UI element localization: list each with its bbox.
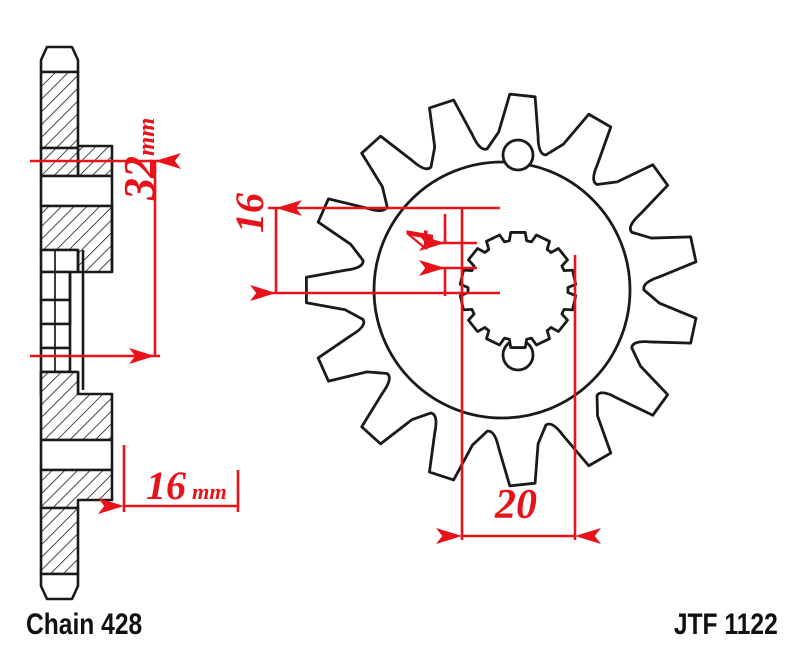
hub-boss-circle: [372, 160, 632, 420]
dimension-text-4: 4: [397, 229, 442, 249]
dimension-value-16: 16: [227, 193, 272, 233]
dimension-text-32mm: 32mm: [115, 117, 164, 200]
section-flange-bottom: [39, 468, 114, 510]
dimension-16mm: [98, 445, 240, 515]
dimension-4: [419, 214, 477, 296]
front-sprocket-view: [305, 92, 698, 488]
section-tooth-tip-bottom: [39, 572, 80, 601]
dimension-text-16: 16: [227, 193, 272, 233]
section-web-top: [39, 174, 114, 208]
dimension-unit-16mm: mm: [192, 479, 227, 504]
section-tooth-body-top: [39, 70, 80, 150]
dimension-value-16mm: 16: [146, 463, 186, 508]
dimension-32mm: [30, 152, 181, 365]
chain-size-label: Chain 428: [26, 608, 143, 641]
side-section-view: [39, 45, 114, 601]
part-number-label: JTF 1122: [674, 608, 778, 641]
dimension-text-20: 20: [495, 484, 537, 526]
splined-center-bore: [458, 231, 578, 349]
dimension-value-20: 20: [495, 482, 537, 528]
section-tooth-body-bottom: [39, 506, 80, 576]
dimension-value-32: 32: [115, 156, 164, 200]
section-web-bottom: [39, 438, 114, 472]
section-tooth-tip-top: [39, 45, 80, 74]
dimension-value-4: 4: [397, 229, 442, 249]
section-hub-bottom: [39, 370, 114, 442]
bolt-hole-top: [501, 138, 535, 172]
dimension-unit-32: mm: [133, 117, 160, 156]
dimension-20: [436, 208, 601, 545]
